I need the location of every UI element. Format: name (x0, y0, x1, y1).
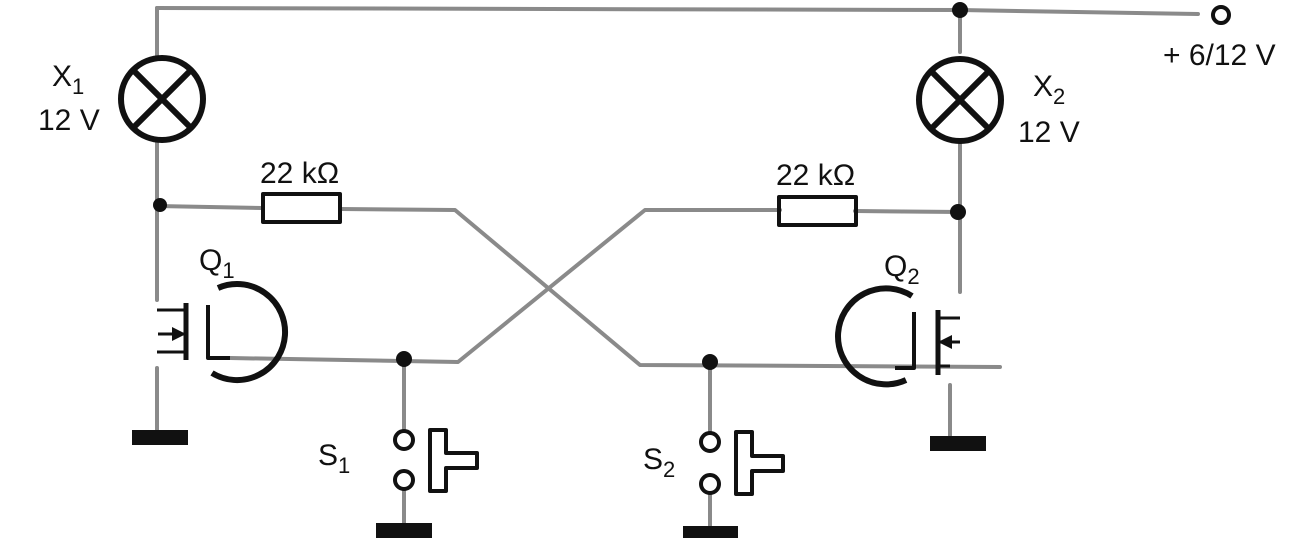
supply-label: + 6/12 V (1163, 39, 1276, 72)
ground-bar (132, 430, 188, 445)
lamp-x2 (916, 56, 1004, 144)
ground-bar (376, 523, 432, 538)
ground-bar (683, 526, 738, 538)
ground-bar (930, 436, 986, 451)
transistor-q1 (157, 281, 289, 384)
ground-symbols (132, 430, 986, 538)
resistor-r2-label: 22 kΩ (776, 159, 855, 192)
transistor-q1-label: Q1 (199, 244, 235, 283)
lamp-x2-label: X2 (1033, 70, 1065, 109)
right-cross-wire (228, 208, 962, 364)
resistor-r1 (261, 192, 342, 224)
right-column-wire (948, 8, 962, 439)
wires (155, 6, 1200, 530)
transistor-q2-label: Q2 (884, 250, 920, 289)
transistor-q2 (835, 285, 960, 388)
supply-terminal (1211, 5, 1231, 25)
switch-s1 (393, 428, 479, 493)
junction-dot (952, 2, 968, 18)
lamp-x1 (118, 55, 206, 143)
junction-dot (702, 354, 718, 370)
switch-s1-label: S1 (318, 439, 350, 478)
top-supply-rail (155, 6, 1200, 16)
lamp-x1-rating: 12 V (38, 104, 100, 137)
switch-s2 (699, 430, 785, 496)
lamp-x1-label: X1 (52, 60, 84, 99)
junctions (153, 2, 968, 370)
switch-s2-label: S2 (643, 443, 675, 482)
lamp-x2-rating: 12 V (1018, 116, 1080, 149)
resistor-r1-label: 22 kΩ (260, 157, 339, 190)
junction-dot (950, 204, 966, 220)
resistor-r2 (777, 195, 858, 227)
junction-dot (396, 351, 412, 367)
junction-dot (153, 198, 167, 212)
